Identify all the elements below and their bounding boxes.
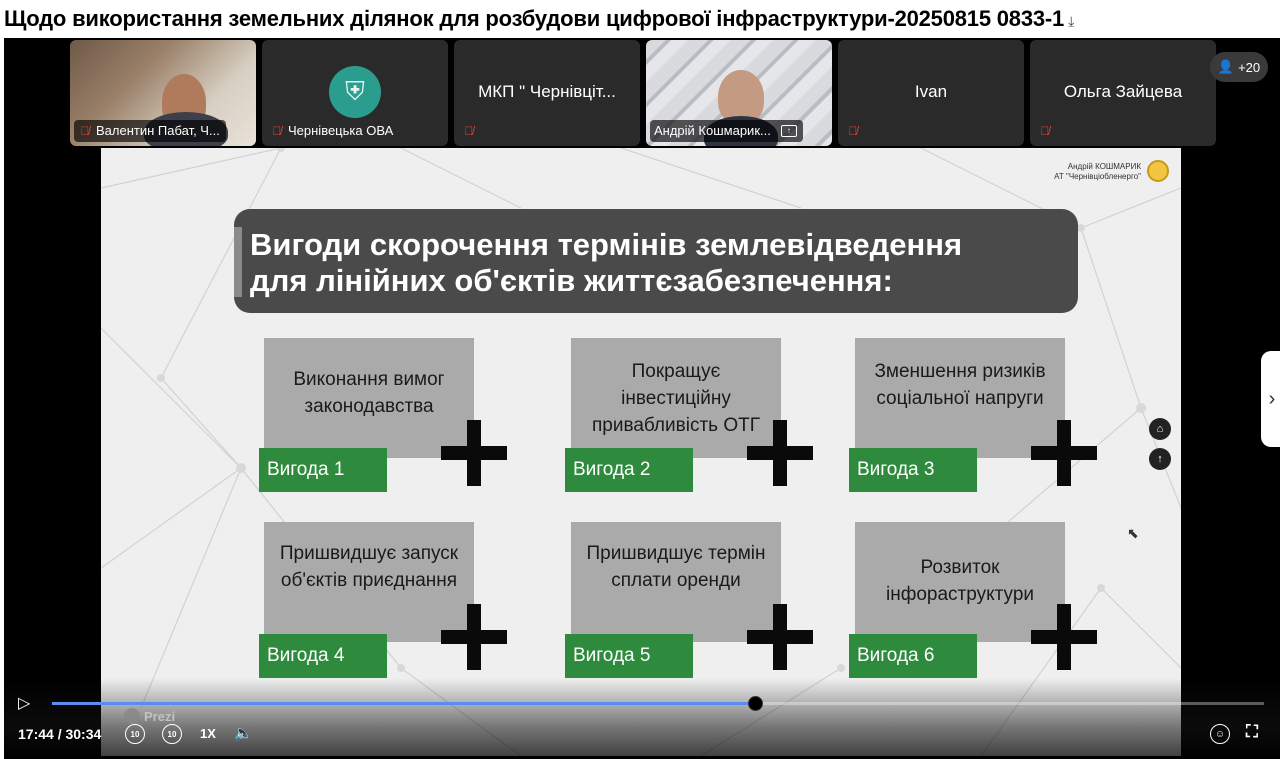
next-panel-button[interactable]: ›: [1261, 351, 1280, 447]
benefit-text: Зменшення ризиків соціальної напруги: [874, 361, 1046, 409]
mic-off-icon: 🎙̸: [464, 124, 474, 138]
mic-off-icon: 🎙̸: [1040, 124, 1050, 138]
participant-name-tag: 🎙̸ Валентин Пабат, Ч...: [74, 120, 226, 142]
mic-off-icon: 🎙̸: [80, 124, 90, 138]
participant-name-tag: 🎙̸ Чернівецька ОВА: [266, 120, 399, 142]
mic-off-icon: 🎙̸: [848, 124, 858, 138]
progress-thumb[interactable]: [747, 696, 763, 711]
slide-headline: Вигоди скорочення термінів землевідведен…: [234, 209, 1078, 313]
benefit-card-1: Виконання вимог законодавства: [264, 338, 474, 458]
participant-name: Андрій Кошмарик...: [654, 123, 771, 138]
back-icon[interactable]: ↑: [1149, 448, 1171, 470]
plus-icon: [441, 420, 507, 486]
plus-icon: [1031, 420, 1097, 486]
volume-icon[interactable]: 🔈: [234, 725, 253, 742]
participant-name: Ольга Зайцева: [1063, 82, 1183, 101]
benefit-label-1: Вигода 1: [259, 448, 387, 492]
benefit-text: Покращує інвестиційну привабливість ОТГ: [591, 361, 760, 436]
plus-icon: [747, 604, 813, 670]
headline-accent-bar: [234, 227, 242, 297]
progress-bar[interactable]: [52, 696, 1264, 711]
benefit-card-6: Розвиток інфораструктури: [855, 522, 1065, 642]
progress-fill: [52, 702, 755, 705]
benefit-card-5: Пришвидшує термін сплати оренди: [571, 522, 781, 642]
participant-name: МКП " Чернівціт...: [478, 82, 616, 101]
benefit-label-4: Вигода 4: [259, 634, 387, 678]
play-button[interactable]: ▷: [18, 695, 31, 712]
participant-name: Чернівецька ОВА: [288, 123, 394, 138]
benefit-text: Виконання вимог законодавства: [293, 369, 445, 417]
benefit-card-2: Покращує інвестиційну привабливість ОТГ: [571, 338, 781, 458]
skip-back-button[interactable]: 10: [125, 724, 145, 744]
plus-icon: [1031, 604, 1097, 670]
controls-overlay: [4, 678, 1280, 759]
benefit-text: Розвиток інфораструктури: [885, 557, 1034, 605]
benefit-text: Пришвидшує термін сплати оренди: [586, 543, 766, 591]
plus-icon: [441, 604, 507, 670]
benefit-label-2: Вигода 2: [565, 448, 693, 492]
coat-of-arms-icon: ⛨: [329, 66, 381, 118]
participant-tile-1[interactable]: ⛨ 🎙̸ Чернівецька ОВА: [262, 40, 448, 146]
benefit-label-5: Вигода 5: [565, 634, 693, 678]
more-participants-count: +20: [1238, 59, 1261, 75]
time-display: 17:44 / 30:34: [18, 726, 102, 742]
benefit-card-3: Зменшення ризиків соціальної напруги: [855, 338, 1065, 458]
headline-line-2: для лінійних об'єктів життєзабезпечення:: [250, 263, 893, 298]
skip-forward-button[interactable]: 10: [162, 724, 182, 744]
video-player: 🎙̸ Валентин Пабат, Ч... ⛨ 🎙̸ Чернівецька…: [4, 38, 1280, 759]
headline-line-1: Вигоди скорочення термінів землевідведен…: [250, 227, 963, 262]
title-bar: Щодо використання земельних ділянок для …: [0, 0, 1280, 38]
screen-share-icon: ↑: [780, 125, 797, 137]
prezi-label: Prezi: [144, 708, 176, 724]
participant-tile-4[interactable]: Ivan 🎙̸: [838, 40, 1024, 146]
participant-tile-0[interactable]: 🎙̸ Валентин Пабат, Ч...: [70, 40, 256, 146]
playback-speed-button[interactable]: 1X: [200, 726, 216, 741]
skip-forward-label: 10: [167, 729, 177, 739]
participant-name: Ivan: [914, 82, 948, 101]
plus-icon: [747, 420, 813, 486]
skip-back-label: 10: [130, 729, 140, 739]
fullscreen-icon[interactable]: ⛶: [1246, 722, 1258, 741]
participant-name-tag: 🎙̸: [842, 120, 866, 142]
headline-text: Вигоди скорочення термінів землевідведен…: [250, 227, 962, 299]
more-participants-button[interactable]: 👤 +20: [1210, 52, 1268, 82]
benefit-card-4: Пришвидшує запуск об'єктів приєднання: [264, 522, 474, 642]
participant-tile-2[interactable]: МКП " Чернівціт... 🎙̸: [454, 40, 640, 146]
mic-off-icon: 🎙̸: [272, 124, 282, 138]
participant-name-tag: Андрій Кошмарик... ↑: [650, 120, 803, 142]
mouse-cursor-icon: ⬉: [1127, 525, 1139, 541]
author-name: Андрій КОШМАРИК: [1067, 162, 1141, 171]
prezi-logo-icon: [124, 708, 140, 724]
participant-strip: 🎙̸ Валентин Пабат, Ч... ⛨ 🎙̸ Чернівецька…: [70, 40, 1216, 146]
benefit-text: Пришвидшує запуск об'єктів приєднання: [279, 543, 459, 591]
shared-slide: Андрій КОШМАРИК АТ "Чернівціобленерго" В…: [101, 148, 1181, 756]
participant-name-tag: 🎙̸: [458, 120, 482, 142]
benefit-label-6: Вигода 6: [849, 634, 977, 678]
download-icon[interactable]: ⤓: [1068, 12, 1075, 29]
benefit-label-3: Вигода 3: [849, 448, 977, 492]
account-icon[interactable]: ☺: [1210, 724, 1230, 744]
page-title: Щодо використання земельних ділянок для …: [4, 6, 1065, 31]
participant-name: Валентин Пабат, Ч...: [96, 123, 220, 138]
participant-video-face: [718, 70, 764, 124]
home-icon[interactable]: ⌂: [1149, 418, 1171, 440]
people-icon: 👤: [1217, 59, 1235, 74]
slide-author: Андрій КОШМАРИК АТ "Чернівціобленерго": [1054, 162, 1141, 182]
prezi-watermark: Prezi: [124, 708, 175, 724]
participant-tile-3[interactable]: Андрій Кошмарик... ↑: [646, 40, 832, 146]
participant-name-tag: 🎙̸: [1034, 120, 1058, 142]
participant-tile-5[interactable]: Ольга Зайцева 🎙̸: [1030, 40, 1216, 146]
author-org: АТ "Чернівціобленерго": [1054, 172, 1141, 181]
company-logo-icon: [1147, 160, 1169, 182]
